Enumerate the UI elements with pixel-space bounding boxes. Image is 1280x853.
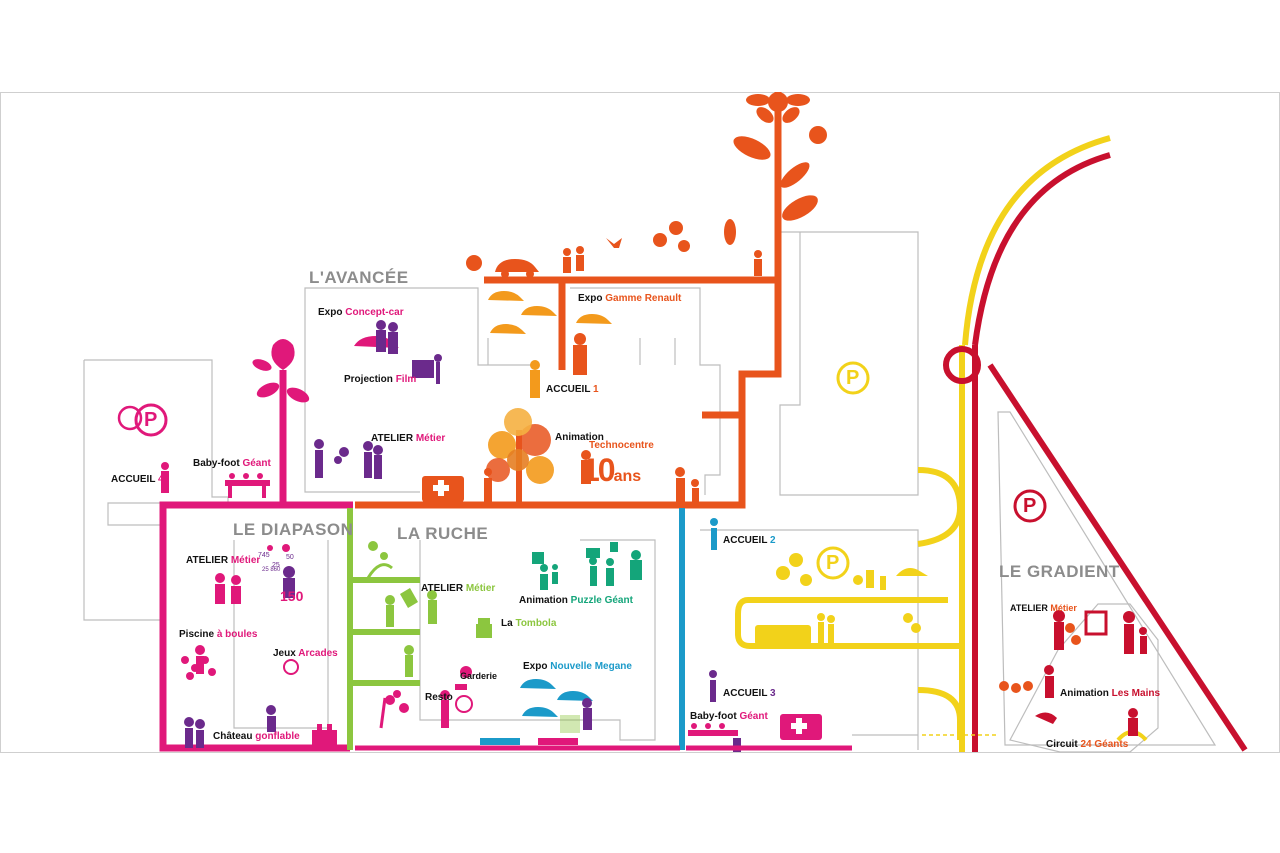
label-animation-technocentre-b[interactable]: Technocentre [589,440,654,451]
label-animation-puzzle-geant[interactable]: Animation Puzzle Géant [519,595,633,606]
ten-years-badge: 10ans [582,452,642,488]
magenta-pictograms [117,336,822,748]
score-150: 150 [280,588,304,604]
label-expo-nouvelle-megane[interactable]: Expo Nouvelle Megane [523,661,632,672]
label-piscine-a-boules[interactable]: Piscine à boules [179,629,258,640]
purple-pictograms [184,320,741,752]
green-pictograms [366,541,580,733]
score-745: 745 [258,552,270,559]
label-garderie[interactable]: Garderie [460,671,498,681]
yellow-paths [735,135,1111,752]
label-chateau-gonflable[interactable]: Château gonflable [213,731,300,742]
parking-magenta [134,403,168,437]
zone-gradient: LE GRADIENT [999,562,1120,581]
zone-diapason: LE DIAPASON [233,520,354,539]
parking-yellow-2 [816,546,850,580]
score-25860: 25 860 [262,567,281,573]
label-animation-les-mains[interactable]: Animation Les Mains [1060,688,1161,699]
orange-people [484,333,699,504]
label-expo-gamme-renault[interactable]: Expo Gamme Renault [578,293,682,304]
label-resto[interactable]: Resto [425,692,453,703]
score-50: 50 [286,554,294,561]
gradient-pictograms [1035,610,1147,736]
anniversary-tree [486,408,554,504]
parking-yellow-1-label: P [846,367,860,389]
red-paths [943,152,1248,752]
label-expo-concept-car[interactable]: Expo Concept-car [318,307,404,318]
hands-pictograms [999,623,1081,693]
orange-pictograms [466,219,762,278]
label-atelier-avancee[interactable]: ATELIER Métier [371,433,446,444]
orange-light-cars [488,291,612,398]
label-projection-film[interactable]: Projection Film [344,374,417,385]
label-babyfoot-geant-2[interactable]: Baby-foot Géant [690,711,768,722]
label-jeux-arcades[interactable]: Jeux Arcades [273,648,338,659]
label-accueil-4[interactable]: ACCUEIL 4 [111,474,164,485]
map-frame [0,92,1280,753]
race-cars [480,738,578,745]
label-accueil-1[interactable]: ACCUEIL 1 [546,384,599,395]
parking-red [1013,489,1047,523]
building-outlines [83,231,1217,753]
yellow-pictograms [755,553,1148,742]
zone-avancee: L'AVANCÉE [309,268,409,287]
parking-red-label: P [1023,495,1037,517]
label-la-tombola[interactable]: La Tombola [501,618,557,629]
label-animation-technocentre-a[interactable]: Animation [555,432,604,443]
parking-yellow-2-label: P [826,552,840,574]
label-circuit-24-geants[interactable]: Circuit 24 Géants [1046,739,1129,750]
label-babyfoot-geant-1[interactable]: Baby-foot Géant [193,458,271,469]
label-atelier-diapason[interactable]: ATELIER Métier [186,555,261,566]
parking-magenta-label: P [144,409,158,431]
label-accueil-3[interactable]: ACCUEIL 3 [723,688,776,699]
zone-ruche: LA RUCHE [397,524,489,543]
label-atelier-ruche[interactable]: ATELIER Métier [421,583,496,594]
parking-yellow-1 [836,361,870,395]
label-accueil-2[interactable]: ACCUEIL 2 [723,535,776,546]
blue-pictograms [710,518,718,550]
score-25: 25 [272,562,280,569]
first-aid-icon [422,476,464,507]
orange-paths [355,92,782,509]
green-paths [347,508,420,750]
flower-icon [733,92,827,221]
label-atelier-gradient[interactable]: ATELIER Métier [1010,603,1077,613]
magenta-paths [159,370,353,752]
blue-cars [520,679,593,730]
teal-pictograms [532,542,642,590]
